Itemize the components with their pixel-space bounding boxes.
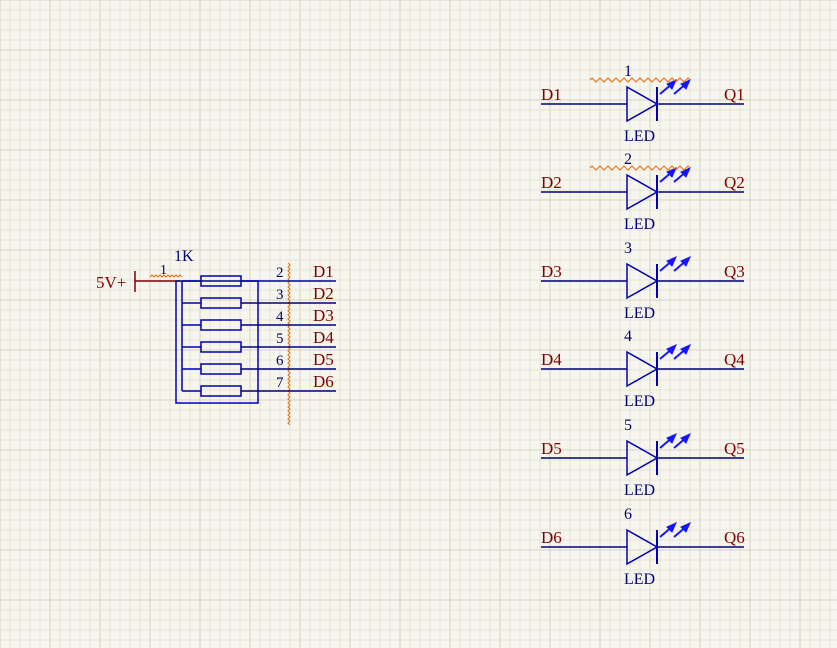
resistor-element[interactable]: 7 D6	[182, 372, 336, 397]
light-emission-arrow-icon	[659, 522, 677, 538]
net-label: D5	[313, 350, 334, 369]
light-emission-arrow-icon	[673, 522, 691, 538]
led-triangle-icon	[626, 439, 659, 477]
resistor-network-common-pin: 1	[160, 263, 167, 278]
led-designator: 6	[624, 506, 632, 523]
led-input-net-label: D6	[541, 528, 562, 547]
net-label: D6	[313, 372, 334, 391]
power-port-label: 5V+	[96, 273, 126, 292]
led-triangle-icon	[626, 350, 659, 388]
led-input-net-label: D1	[541, 85, 562, 104]
net-label: D4	[313, 328, 334, 347]
light-emission-arrow-icon	[673, 344, 691, 360]
led-triangle-icon	[626, 173, 659, 211]
power-port[interactable]: 5V+	[96, 271, 180, 292]
led-value: LED	[624, 393, 655, 410]
led-input-net-label: D2	[541, 173, 562, 192]
pin-number: 4	[276, 309, 284, 325]
light-emission-arrow-icon	[659, 79, 677, 95]
led-triangle-icon	[626, 85, 659, 123]
resistor-element[interactable]: 4 D3	[182, 306, 336, 331]
resistor-body	[200, 319, 242, 331]
net-label: D1	[313, 262, 334, 281]
led-value: LED	[624, 216, 655, 233]
led-input-net-label: D3	[541, 262, 562, 281]
light-emission-arrow-icon	[659, 256, 677, 272]
light-emission-arrow-icon	[673, 256, 691, 272]
resistor-network-value: 1K	[174, 248, 194, 265]
led-output-net-label: Q3	[724, 262, 745, 281]
resistor-element[interactable]: 6 D5	[182, 350, 336, 375]
led-output-net-label: Q2	[724, 173, 745, 192]
light-emission-arrow-icon	[673, 79, 691, 95]
light-emission-arrow-icon	[659, 167, 677, 183]
led-value: LED	[624, 482, 655, 499]
pin-number: 7	[276, 375, 284, 391]
led-designator: 3	[624, 240, 632, 257]
resistor-element[interactable]: 2 D1	[182, 262, 336, 287]
resistor-network-body	[175, 280, 259, 404]
resistor-element[interactable]: 3 D2	[182, 284, 336, 309]
led-output-net-label: Q1	[724, 85, 745, 104]
led-output-net-label: Q4	[724, 350, 745, 369]
led-triangle-icon	[626, 528, 659, 566]
resistor-body	[200, 385, 242, 397]
led-output-net-label: Q6	[724, 528, 745, 547]
pin-number: 5	[276, 331, 284, 347]
led-value: LED	[624, 128, 655, 145]
led-value: LED	[624, 305, 655, 322]
led-designator: 4	[624, 328, 632, 345]
designator-squiggle	[589, 77, 691, 83]
resistor-network[interactable]: 1K 1 2 D1 3 D2 4 D3 5 D4 6 D5 7 D6	[149, 248, 336, 426]
light-emission-arrow-icon	[659, 433, 677, 449]
led-designator: 2	[624, 151, 632, 168]
light-emission-arrow-icon	[659, 344, 677, 360]
led-designator: 1	[624, 63, 632, 80]
pin-number: 6	[276, 353, 284, 369]
pin-number: 2	[276, 265, 284, 281]
pin-number: 3	[276, 287, 284, 303]
led-triangle-icon	[626, 262, 659, 300]
resistor-body	[200, 363, 242, 375]
net-label: D3	[313, 306, 334, 325]
led-input-net-label: D4	[541, 350, 562, 369]
pin-squiggle	[287, 262, 291, 426]
resistor-element[interactable]: 5 D4	[182, 328, 336, 353]
designator-squiggle	[589, 165, 691, 171]
net-label: D2	[313, 284, 334, 303]
light-emission-arrow-icon	[673, 433, 691, 449]
led-designator: 5	[624, 417, 632, 434]
led-input-net-label: D5	[541, 439, 562, 458]
led-output-net-label: Q5	[724, 439, 745, 458]
light-emission-arrow-icon	[673, 167, 691, 183]
led-value: LED	[624, 571, 655, 588]
pin-squiggle	[149, 274, 183, 278]
